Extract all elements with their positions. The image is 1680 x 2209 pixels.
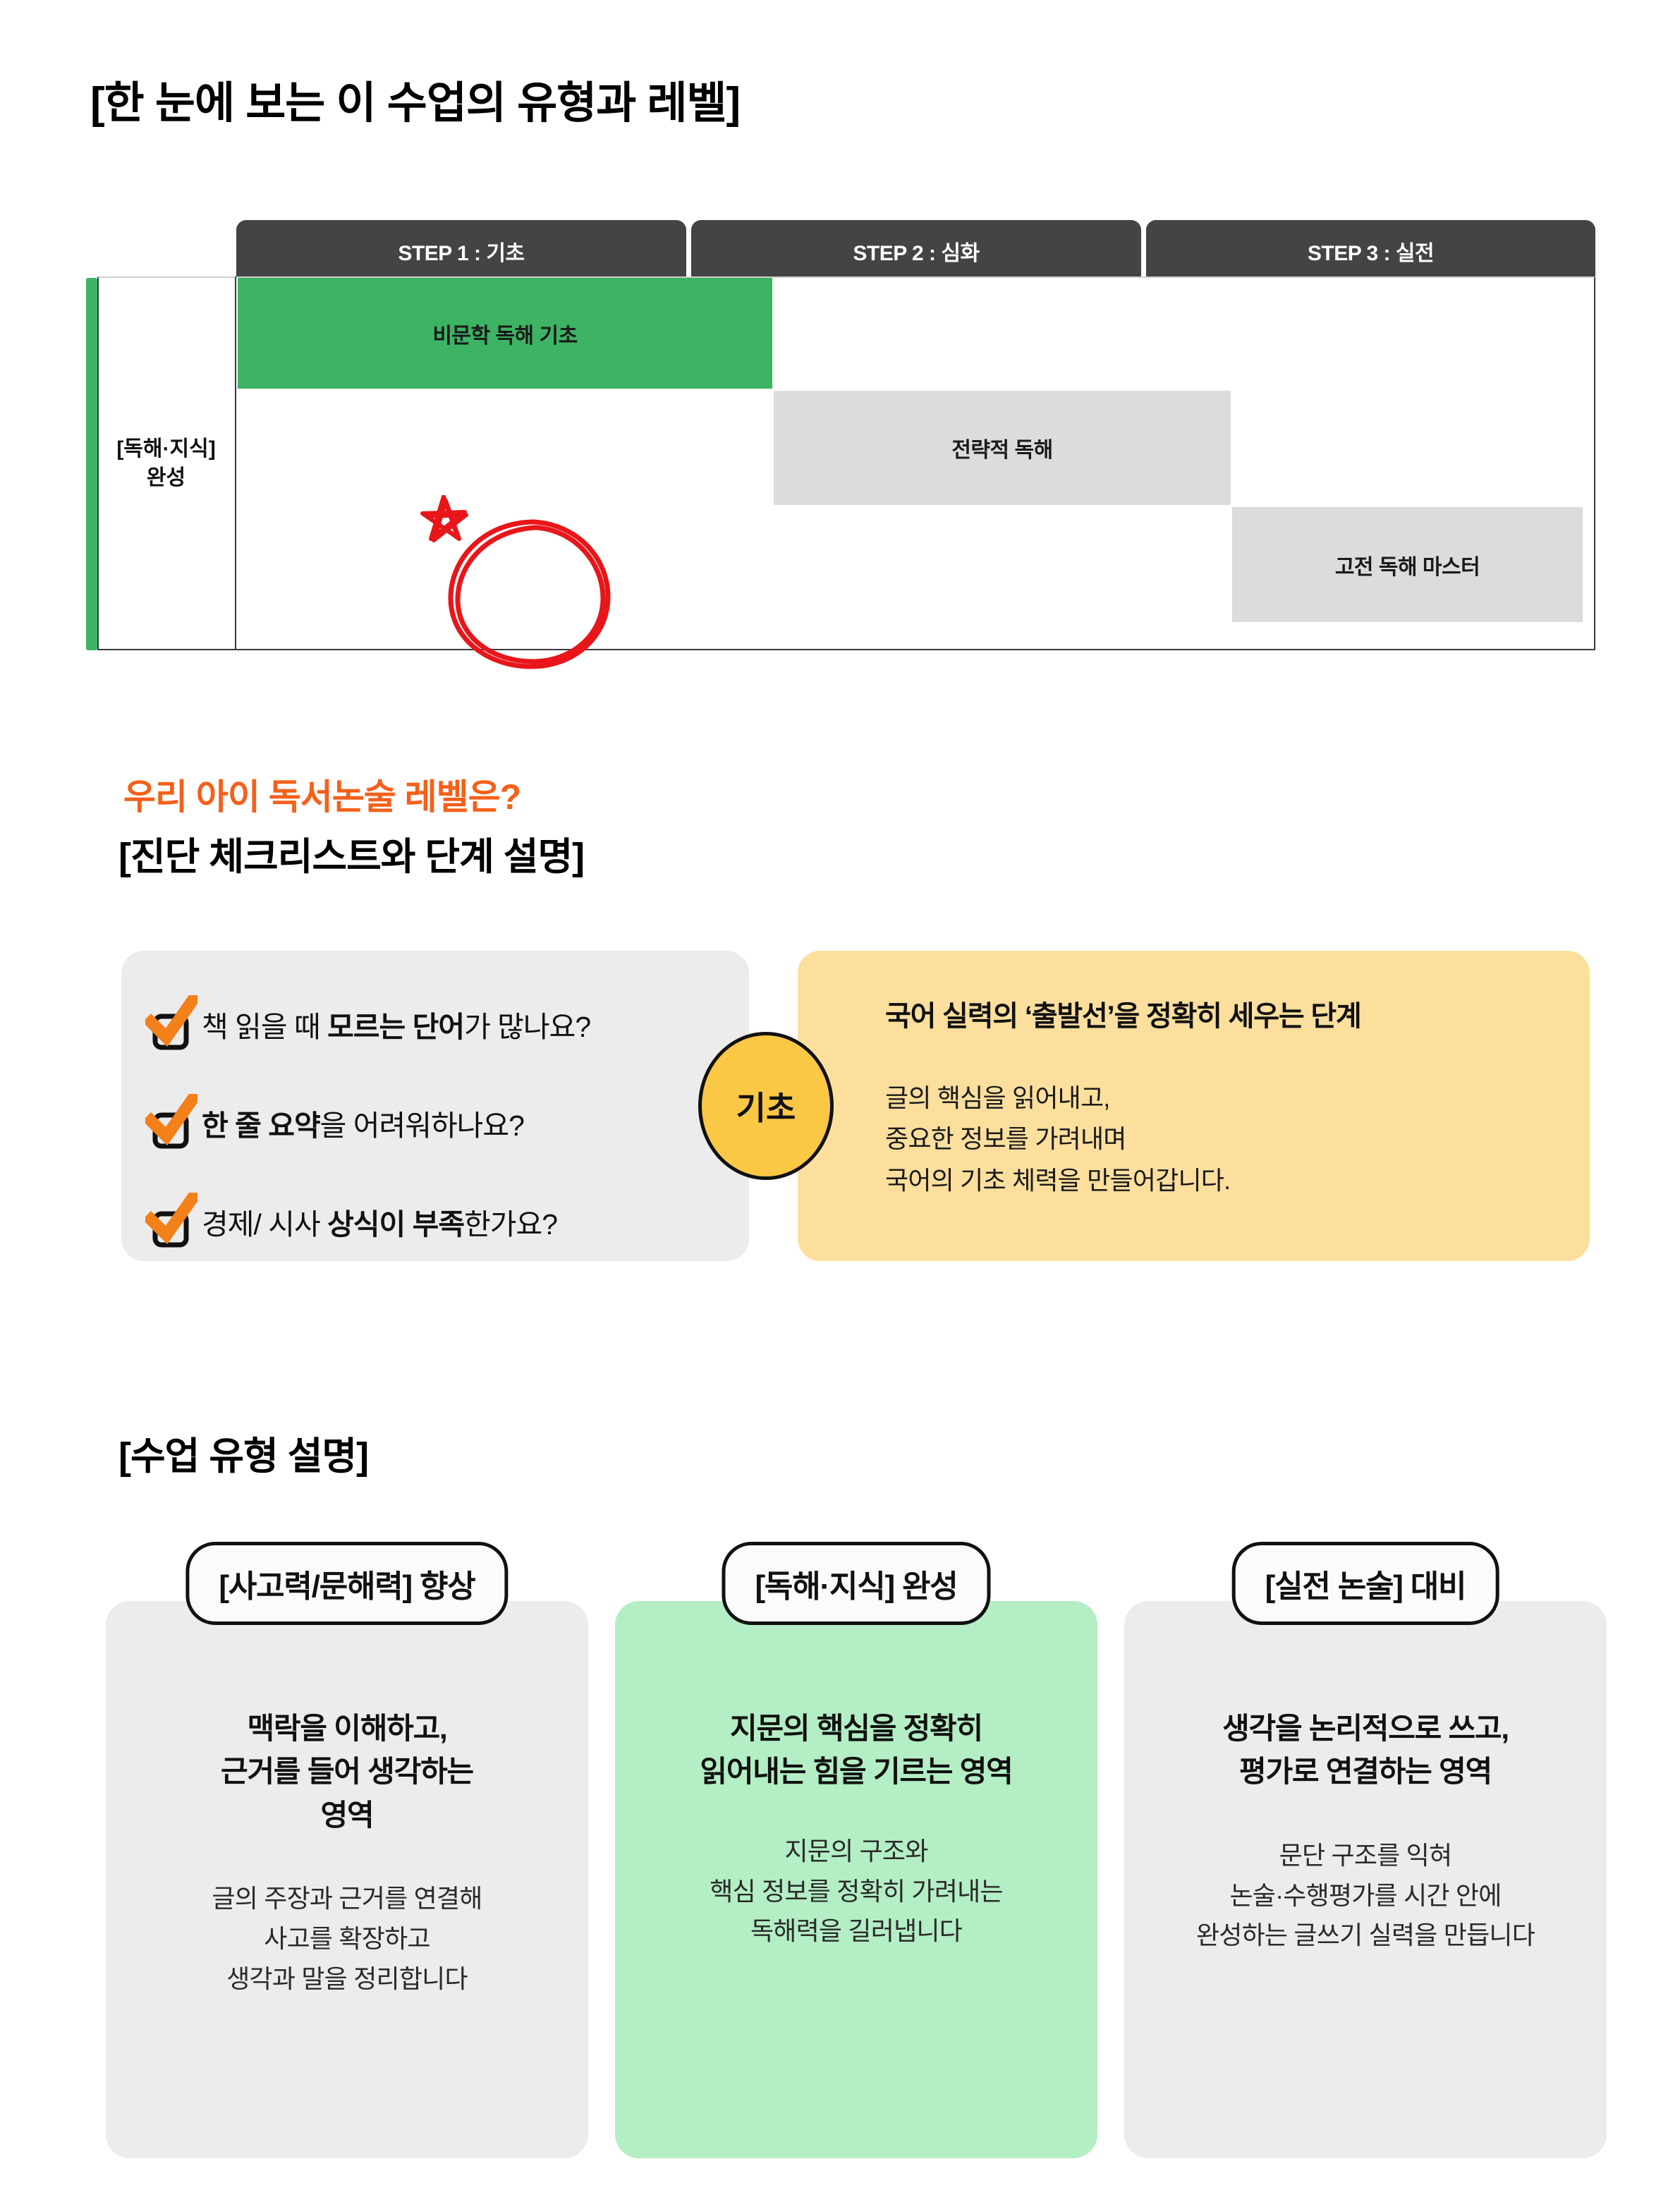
- checklist-item[interactable]: 경제/ 시사 상식이 부족한가요?: [142, 1182, 749, 1261]
- card-title-line: 평가로 연결하는 영역: [1239, 1755, 1492, 1789]
- class-type-card-list: [사고력/문해력] 향상 맥락을 이해하고, 근거를 들어 생각하는 영역 글의…: [106, 1542, 1608, 2158]
- section2-title: [진단 체크리스트와 단계 설명]: [118, 836, 585, 878]
- checklist-item-label: 한 줄 요약을 어려워하나요?: [202, 1109, 525, 1142]
- orange-check-icon: [142, 991, 202, 1053]
- class-type-card[interactable]: [독해·지식] 완성 지문의 핵심을 정확히 읽어내는 힘을 기르는 영역 지문…: [615, 1542, 1097, 2158]
- level-matrix: STEP 1 : 기초 STEP 2 : 심화 STEP 3 : 실전 [독해·…: [86, 220, 1595, 669]
- orange-check-icon: [142, 1188, 202, 1250]
- level-panel-heading: 국어 실력의 ‘출발선’을 정확히 세우는 단계: [885, 1001, 1362, 1032]
- level-panel-line: 글의 핵심을 읽어내고,: [885, 1083, 1110, 1112]
- card-body-line: 완성하는 글쓰기 실력을 만듭니다: [1195, 1921, 1535, 1950]
- level-panel-line: 중요한 정보를 가려내며: [885, 1124, 1126, 1154]
- card-body-line: 논술·수행평가를 시간 안에: [1229, 1880, 1502, 1910]
- card-body-line: 독해력을 길러냅니다: [750, 1916, 963, 1946]
- class-type-card[interactable]: [사고력/문해력] 향상 맥락을 이해하고, 근거를 들어 생각하는 영역 글의…: [106, 1542, 588, 2158]
- card-body-line: 지문의 구조와: [784, 1836, 928, 1866]
- matrix-column-header-step3: STEP 3 : 실전: [1146, 220, 1595, 282]
- level-badge: 기초: [698, 1032, 834, 1180]
- card-title-line: 맥락을 이해하고,: [247, 1712, 447, 1745]
- card-title-line: 읽어내는 힘을 기르는 영역: [700, 1755, 1013, 1789]
- checklist-item-label: 경제/ 시사 상식이 부족한가요?: [202, 1208, 558, 1241]
- matrix-cell-basic[interactable]: 비문학 독해 기초: [238, 278, 772, 389]
- level-panel-line: 국어의 기초 체력을 만들어갑니다.: [885, 1165, 1231, 1195]
- orange-check-icon: [142, 1090, 202, 1152]
- section3-title: [수업 유형 설명]: [118, 1435, 369, 1478]
- card-title-line: 지문의 핵심을 정확히: [730, 1712, 983, 1745]
- class-type-card-badge: [실전 논술] 대비: [1231, 1542, 1499, 1625]
- checklist-item[interactable]: 한 줄 요약을 어려워하나요?: [142, 1083, 749, 1162]
- card-body-line: 핵심 정보를 정확히 가려내는: [710, 1876, 1003, 1906]
- section2-kicker: 우리 아이 독서논술 레벨은?: [123, 777, 521, 817]
- matrix-column-header-step2: STEP 2 : 심화: [691, 220, 1141, 282]
- matrix-column-header-step1: STEP 1 : 기초: [236, 220, 686, 282]
- class-type-card-badge: [독해·지식] 완성: [722, 1542, 991, 1625]
- matrix-cell-classic-master[interactable]: 고전 독해 마스터: [1232, 507, 1583, 622]
- card-title-line: 생각을 논리적으로 쓰고,: [1222, 1712, 1509, 1745]
- card-body-line: 생각과 말을 정리합니다: [226, 1964, 468, 1993]
- checklist-item[interactable]: 책 읽을 때 모르는 단어가 많나요?: [142, 985, 749, 1064]
- matrix-row-label: [독해·지식] 완성: [97, 276, 236, 650]
- level-description-panel: 국어 실력의 ‘출발선’을 정확히 세우는 단계 글의 핵심을 읽어내고, 중요…: [798, 951, 1590, 1261]
- card-body-line: 글의 주장과 근거를 연결해: [212, 1883, 482, 1913]
- matrix-row-label-line1: [독해·지식]: [116, 437, 216, 461]
- card-title-line: 근거를 들어 생각하는: [221, 1755, 474, 1789]
- matrix-cell-strategic[interactable]: 전략적 독해: [774, 391, 1231, 505]
- class-type-card-title: 맥락을 이해하고, 근거를 들어 생각하는 영역: [131, 1707, 563, 1837]
- page-title: [한 눈에 보는 이 수업의 유형과 레벨]: [90, 79, 741, 128]
- class-type-card-badge: [사고력/문해력] 향상: [185, 1542, 509, 1625]
- matrix-row-label-line2: 완성: [146, 466, 186, 489]
- card-body-line: 문단 구조를 익혀: [1279, 1840, 1452, 1870]
- class-type-card[interactable]: [실전 논술] 대비 생각을 논리적으로 쓰고, 평가로 연결하는 영역 문단 …: [1124, 1542, 1607, 2158]
- card-title-line: 영역: [320, 1798, 375, 1832]
- matrix-body: [독해·지식] 완성 비문학 독해 기초 전략적 독해 고전 독해 마스터: [86, 271, 1595, 669]
- checklist-item-label: 책 읽을 때 모르는 단어가 많나요?: [202, 1011, 591, 1043]
- class-type-card-body: 글의 주장과 근거를 연결해 사고를 확장하고 생각과 말을 정리합니다: [131, 1879, 563, 2000]
- matrix-accent-bar: [86, 278, 97, 650]
- card-body-line: 사고를 확장하고: [264, 1923, 430, 1953]
- class-type-card-body: 문단 구조를 익혀 논술·수행평가를 시간 안에 완성하는 글쓰기 실력을 만듭…: [1150, 1836, 1581, 1957]
- class-type-card-title: 지문의 핵심을 정확히 읽어내는 힘을 기르는 영역: [640, 1707, 1072, 1794]
- class-type-card-body: 지문의 구조와 핵심 정보를 정확히 가려내는 독해력을 길러냅니다: [640, 1832, 1072, 1952]
- diagnostic-checklist: 책 읽을 때 모르는 단어가 많나요? 한 줄 요약을 어려워하나요? 경제/ …: [121, 951, 749, 1261]
- class-type-card-title: 생각을 논리적으로 쓰고, 평가로 연결하는 영역: [1150, 1707, 1581, 1794]
- matrix-header-tabs: STEP 1 : 기초 STEP 2 : 심화 STEP 3 : 실전: [236, 220, 1595, 282]
